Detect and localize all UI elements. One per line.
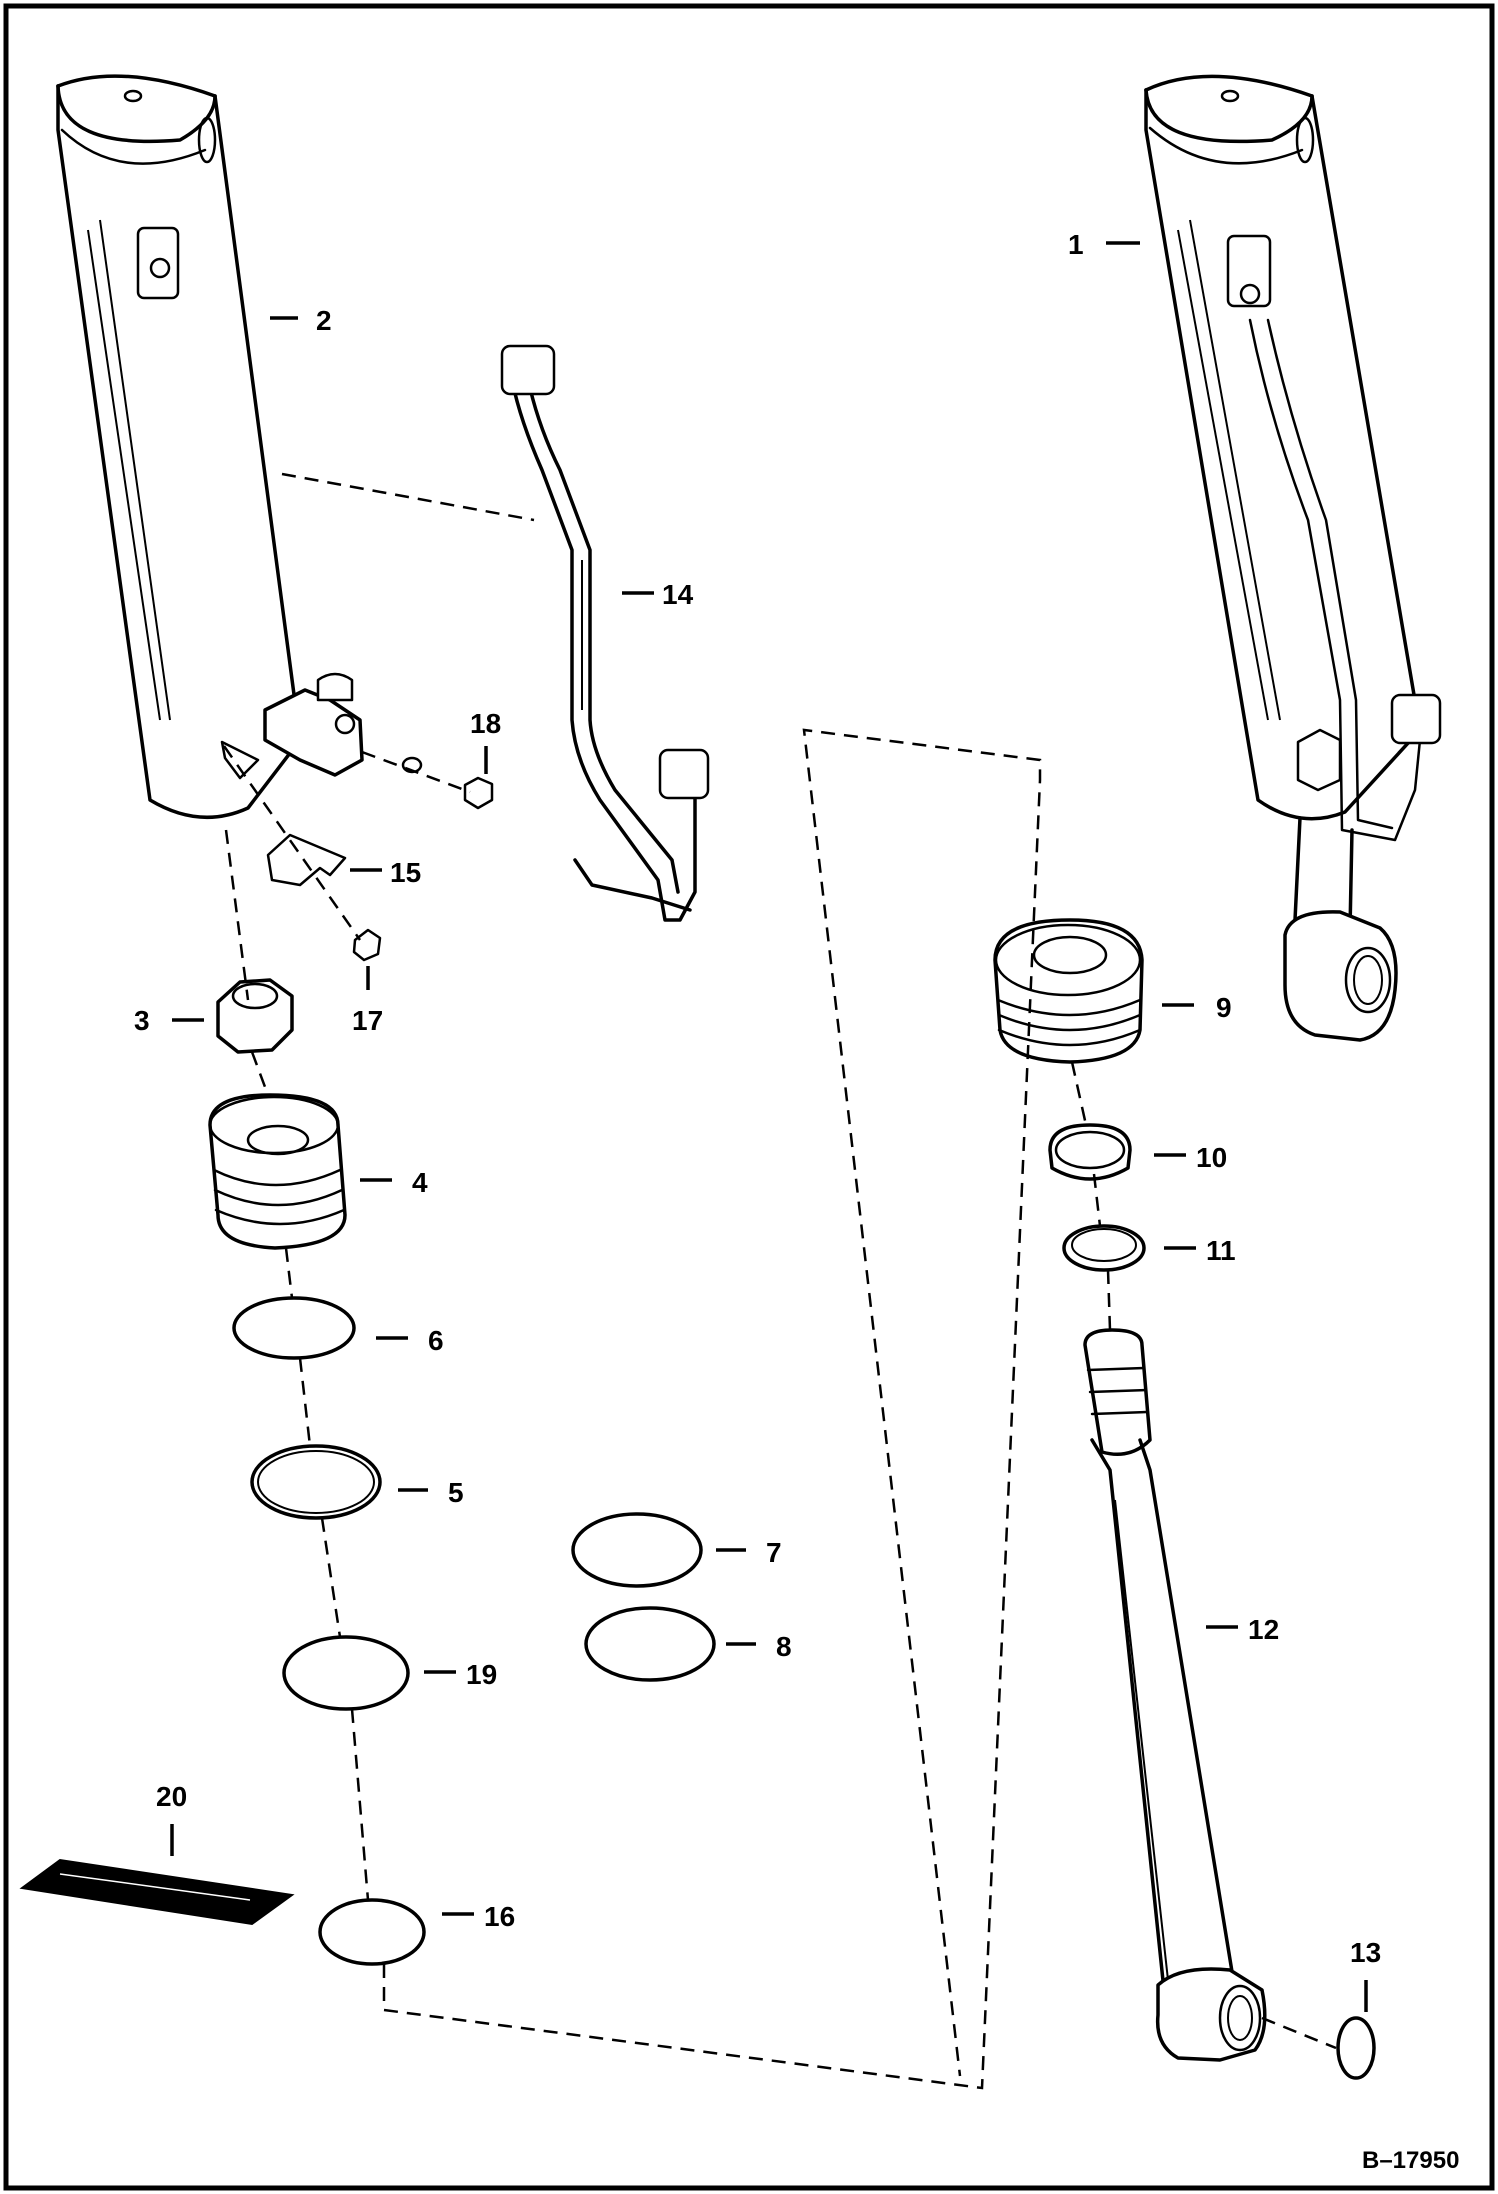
callout-8: 8 [776, 1631, 792, 1662]
callout-13: 13 [1350, 1937, 1381, 1968]
nut-18 [401, 756, 494, 810]
ring-7 [571, 1512, 703, 1588]
ring-16 [318, 1898, 426, 1966]
hydraulic-tube-14 [500, 344, 710, 922]
callout-5: 5 [448, 1477, 464, 1508]
rod-12 [1083, 1328, 1267, 2062]
callout-1: 1 [1068, 229, 1084, 260]
gland-9 [993, 918, 1144, 1064]
callout-17: 17 [352, 1005, 383, 1036]
piston-4 [208, 1093, 347, 1250]
leader-lines [170, 241, 1368, 2012]
figure-number: B–17950 [1362, 2147, 1459, 2174]
ring-8 [584, 1606, 716, 1682]
ring-13 [1336, 2016, 1376, 2080]
callouts: 1 2 14 18 15 17 3 4 6 5 7 8 19 20 16 9 1… [134, 229, 1381, 1968]
callout-6: 6 [428, 1325, 444, 1356]
callout-2: 2 [316, 305, 332, 336]
nut-3 [216, 978, 294, 1054]
callout-11: 11 [1206, 1235, 1236, 1266]
callout-10: 10 [1196, 1142, 1227, 1173]
callout-4: 4 [412, 1167, 428, 1198]
seal-11 [1062, 1224, 1146, 1272]
callout-9: 9 [1216, 992, 1232, 1023]
callout-14: 14 [662, 579, 694, 610]
callout-20: 20 [156, 1781, 187, 1812]
clamp-15 [266, 833, 347, 887]
callout-16: 16 [484, 1901, 515, 1932]
callout-15: 15 [390, 857, 421, 888]
callout-12: 12 [1248, 1614, 1279, 1645]
nut-17 [352, 928, 382, 962]
callout-19: 19 [466, 1659, 497, 1690]
cylinder-assembly-1 [1144, 74, 1442, 1042]
cylinder-barrel-2 [56, 74, 364, 820]
seal-10 [1048, 1123, 1132, 1181]
callout-7: 7 [766, 1537, 782, 1568]
o-ring-6 [232, 1296, 356, 1360]
ring-19 [282, 1635, 410, 1711]
label-strip-20 [19, 1858, 295, 1926]
callout-18: 18 [470, 708, 501, 739]
ring-5 [250, 1444, 382, 1520]
assembly-lines [222, 472, 1337, 2090]
callout-3: 3 [134, 1005, 150, 1036]
drawing-border [3, 3, 1495, 2191]
